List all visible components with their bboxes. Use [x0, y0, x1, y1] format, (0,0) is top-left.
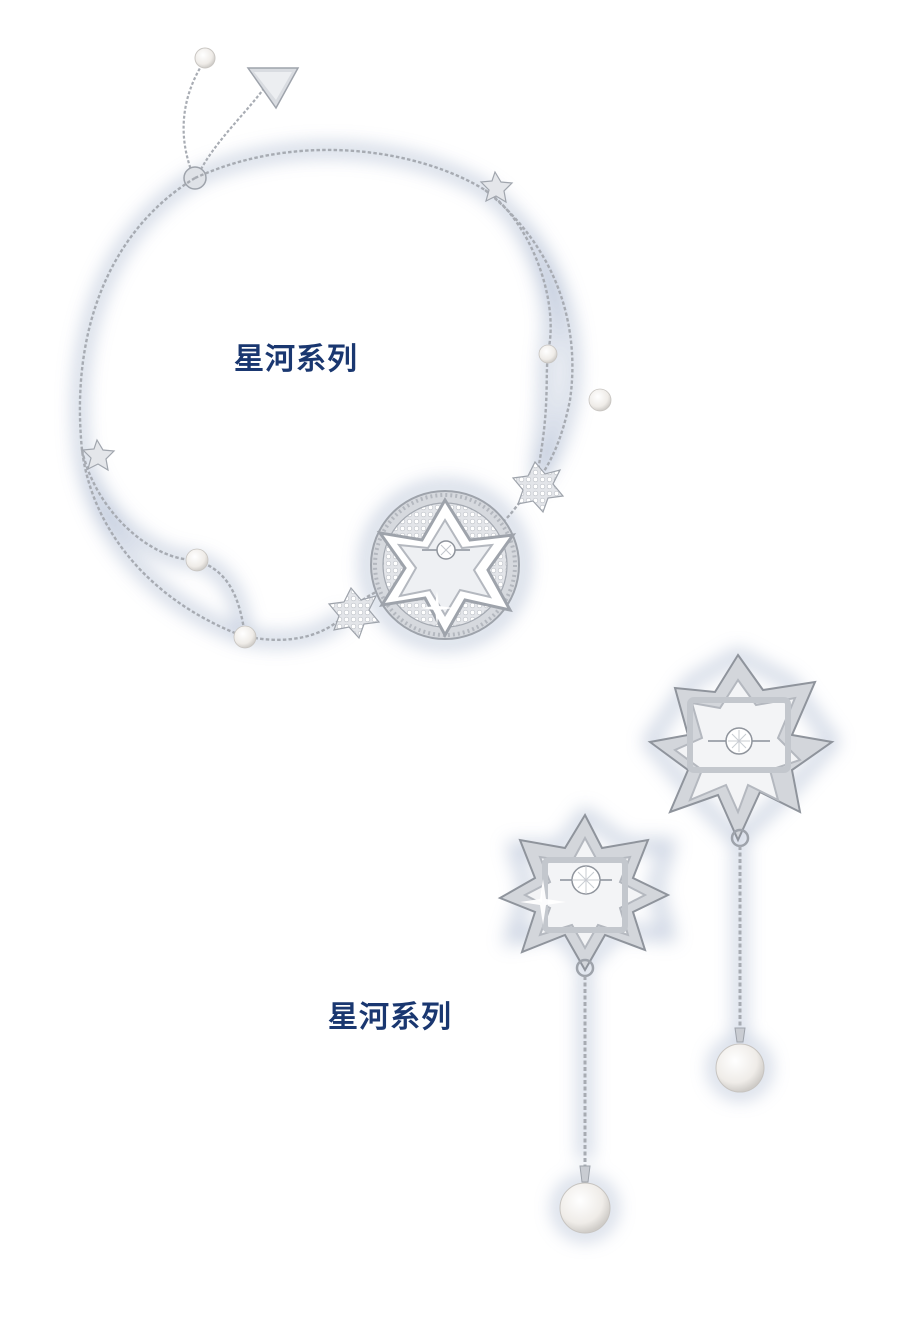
pave-star-charm-icon: [327, 460, 565, 640]
star-medallion-icon: [370, 490, 520, 640]
bracelet-series-caption: 星河系列: [234, 342, 358, 377]
small-star-charm-icon: [81, 170, 514, 472]
earring-right-image: [642, 648, 840, 1099]
brand-tag-icon: [246, 67, 300, 110]
pearl-drop-icon: [559, 1182, 611, 1234]
pearl-bead-icon: [185, 344, 612, 649]
earrings-series-caption: 星河系列: [328, 1000, 452, 1035]
earring-left-image: [497, 806, 677, 1240]
bracelet-image: [73, 47, 612, 649]
pearl-drop-icon: [715, 1043, 765, 1093]
